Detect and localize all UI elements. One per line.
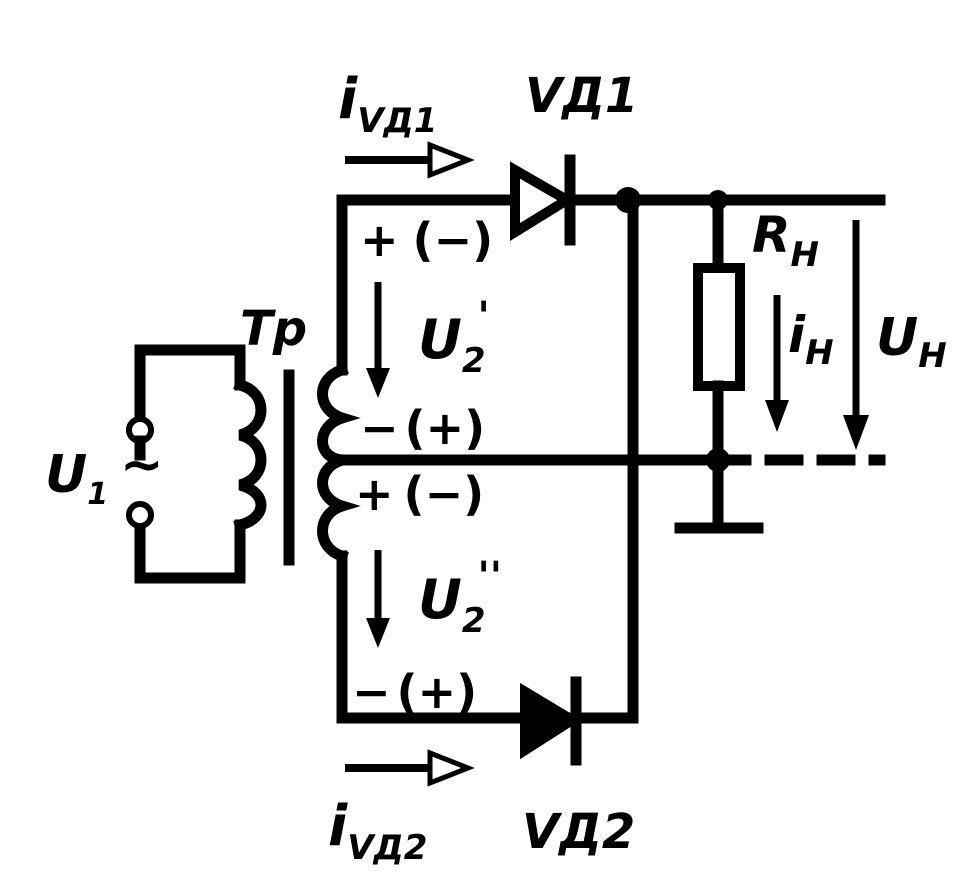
input-terminal-bottom <box>126 501 154 529</box>
label-u2-prime: U2' <box>418 294 490 381</box>
arrow-i-vd2 <box>345 749 475 787</box>
sign-top: +(−) <box>360 213 493 267</box>
primary-circuit <box>126 344 267 584</box>
arrow-u2-prime <box>366 282 390 398</box>
label-i-vd2: iVД2 <box>328 794 427 868</box>
arrow-u2-double-prime <box>366 550 390 648</box>
sign-bottom: −(+) <box>352 665 477 719</box>
label-ac-source: ~ <box>120 435 164 495</box>
label-i-load: iH <box>788 306 834 373</box>
sign-middle-upper: −(+) <box>360 401 485 455</box>
label-vd2: VД2 <box>522 804 635 860</box>
load-resistor <box>693 194 745 466</box>
label-i-vd1: iVД1 <box>338 67 437 141</box>
arrow-i-load <box>765 295 789 432</box>
sign-middle-lower: +(−) <box>355 467 484 521</box>
label-u-load: UH <box>876 308 947 376</box>
primary-wire-bottom <box>134 509 246 584</box>
primary-wire-top <box>134 344 246 426</box>
diode-vd1 <box>510 154 577 246</box>
diode-vd2 <box>520 676 582 766</box>
label-vd1: VД1 <box>525 68 638 124</box>
wire-top-left <box>336 194 521 376</box>
arrow-u-load <box>843 220 869 450</box>
label-u1: U1 <box>45 445 108 512</box>
label-transformer: Tp <box>240 301 307 357</box>
arrow-i-vd1 <box>345 141 475 179</box>
label-r-load: RH <box>752 206 819 275</box>
label-u2-double-prime: U2'' <box>418 554 502 641</box>
primary-winding <box>233 378 267 532</box>
ground-symbol <box>674 454 764 534</box>
wire-bottom-left <box>336 550 526 724</box>
